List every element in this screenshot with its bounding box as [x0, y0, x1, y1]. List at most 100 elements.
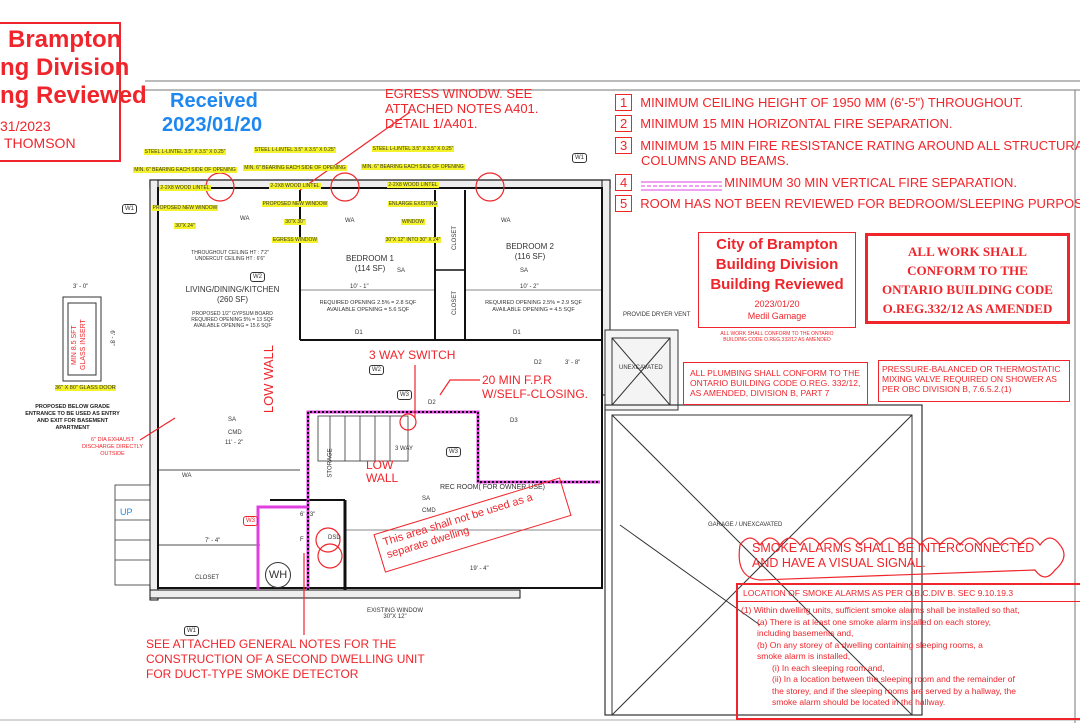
door-tag-d3: D3 [510, 418, 518, 424]
review-stamp-right: City of Brampton Building Division Build… [698, 232, 856, 328]
stamp-date: 2023/01/20 [754, 299, 800, 309]
smoke-alarm-label: SA [228, 417, 237, 423]
legend-item-3: 3 MINIMUM 15 MIN FIRE RESISTANCE RATING A… [615, 137, 1080, 168]
smoke-alarm-label: SA [397, 268, 406, 274]
stamp-line: ng Division [0, 54, 130, 81]
dimension: 10' - 1" [350, 284, 369, 290]
dimension: 11' - 2" [225, 440, 244, 446]
low-wall-note: LOW WALL [261, 345, 276, 414]
smoke-alarm-label: SA [422, 496, 431, 502]
window-tag-w1: W1 [122, 204, 137, 214]
stamp-line: ng Reviewed [0, 82, 147, 109]
garage-label: GARAGE / UNEXCAVATED [708, 522, 783, 528]
smoke-location-box: LOCATION OF SMOKE ALARMS AS PER O.B.C.DI… [736, 583, 1080, 720]
review-stamp-left [0, 22, 121, 162]
fire-door-note: 20 MIN F.P.R W/SELF-CLOSING. [482, 373, 589, 401]
switch-label: 3 WAY [395, 446, 414, 452]
legend-marker: 3 [615, 137, 633, 154]
legend-text: MINIMUM CEILING HEIGHT OF 1950 MM (6'-5"… [640, 95, 1024, 110]
legend: 1 MINIMUM CEILING HEIGHT OF 1950 MM (6'-5… [615, 92, 1080, 214]
stamp-date: 31/2023 [0, 118, 51, 134]
legend-text: MINIMUM 15 MIN HORIZONTAL FIRE SEPARATIO… [640, 116, 953, 131]
stairs [114, 415, 409, 586]
dimension: 6' - 8" [108, 330, 115, 346]
legend-item-1: 1 MINIMUM CEILING HEIGHT OF 1950 MM (6'-5… [615, 92, 1080, 113]
dimension: 10' - 2" [520, 284, 539, 290]
smoke-location-text: (1) Within dwelling units, sufficient sm… [741, 605, 1020, 707]
closet-label: CLOSET [452, 225, 459, 251]
legend-marker: 1 [615, 94, 633, 111]
stamp-name: Medil Gamage [747, 311, 807, 321]
stamp-line: Building Reviewed [710, 276, 844, 293]
legend-text: ROOM HAS NOT BEEN REVIEWED FOR BEDROOM/S… [640, 196, 1080, 211]
wa-label: WA [501, 218, 511, 224]
lintel-note-1: STEEL L-LINTEL 3.5" X 3.5" X 0.25"MIN. 6… [133, 149, 237, 229]
water-heater: WH [265, 562, 291, 588]
stamp-name: THOMSON [4, 135, 76, 151]
stamp-line: City of Brampton [716, 236, 838, 253]
received-date: 2023/01/20 [162, 114, 263, 136]
door-tag-d2: D2 [534, 360, 542, 366]
door-tag-d2: D2 [428, 400, 436, 406]
window-tag-w3: W3 [243, 516, 258, 526]
legend-text: MINIMUM 15 MIN FIRE RESISTANCE RATING AR… [640, 138, 1080, 153]
door-tag-d1: D1 [355, 330, 363, 336]
legend-text: MINIMUM 30 MIN VERTICAL FIRE SEPARATION. [724, 175, 1018, 190]
window-tag-w1: W1 [572, 153, 587, 163]
room-living: LIVING/DINING/KITCHEN(260 SF) [185, 285, 280, 304]
legend-item-5: 5 ROOM HAS NOT BEEN REVIEWED FOR BEDROOM/… [615, 193, 1080, 214]
window-tag-w3: W3 [397, 390, 412, 400]
smoke-location-title: LOCATION OF SMOKE ALARMS AS PER O.B.C.DI… [738, 585, 1080, 602]
stamp-line: Building Division [715, 256, 839, 273]
co-alarm-label: CMD [228, 430, 242, 436]
furnace-label: F [300, 537, 304, 543]
glass-door-note: 36" X 80" GLASS DOOR [55, 385, 116, 391]
dimension: 3' - 8" [565, 360, 581, 366]
lintel-note-3: STEEL L-LINTEL 3.5" X 3.5" X 0.25"MIN. 6… [361, 146, 465, 243]
wa-label: WA [182, 473, 192, 479]
dimension: 3' - 0" [73, 284, 89, 290]
window-tag-w2: W2 [369, 365, 384, 375]
lintel-note-2: STEEL L-LINTEL 3.5" X 3.5" X 0.25"MIN. 6… [243, 147, 347, 243]
legend-marker: 4 [615, 174, 633, 191]
co-alarm-label: CMD [422, 508, 436, 514]
dryer-vent-note: PROVIDE DRYER VENT [623, 312, 691, 318]
legend-item-4: 4 MINIMUM 30 MIN VERTICAL FIRE SEPARATION… [615, 172, 1080, 193]
legend-marker: 2 [615, 115, 633, 132]
door-tag-d1: D1 [513, 330, 521, 336]
room-bedroom-2: BEDROOM 2(116 SF) [505, 242, 554, 261]
received-label: Received [170, 90, 258, 112]
storage-label: STORAGE [327, 448, 334, 478]
legend-marker: 5 [615, 195, 633, 212]
ceiling-note: THROUGHOUT CEILING HT : 7'2"UNDERCUT CEI… [191, 250, 269, 262]
stamp-line: Brampton [8, 26, 122, 53]
smoke-alarm-label: SA [520, 268, 529, 274]
dimension: 6' - 3" [300, 512, 316, 518]
three-way-switch-note: 3 WAY SWITCH [369, 348, 456, 362]
wa-label: WA [240, 216, 250, 222]
window-tag-w2: W2 [250, 272, 265, 282]
duct-smoke-detector: DSD [328, 535, 341, 541]
wa-label: WA [345, 218, 355, 224]
dimension: 19' - 4" [470, 566, 489, 572]
dimension: 7' - 4" [205, 538, 221, 544]
closet-label: CLOSET [452, 290, 459, 316]
legend-text: COLUMNS AND BEAMS. [641, 153, 790, 168]
window-tag-w1: W1 [184, 626, 199, 636]
room-bedroom-1: BEDROOM 1(114 SF) [345, 254, 394, 273]
